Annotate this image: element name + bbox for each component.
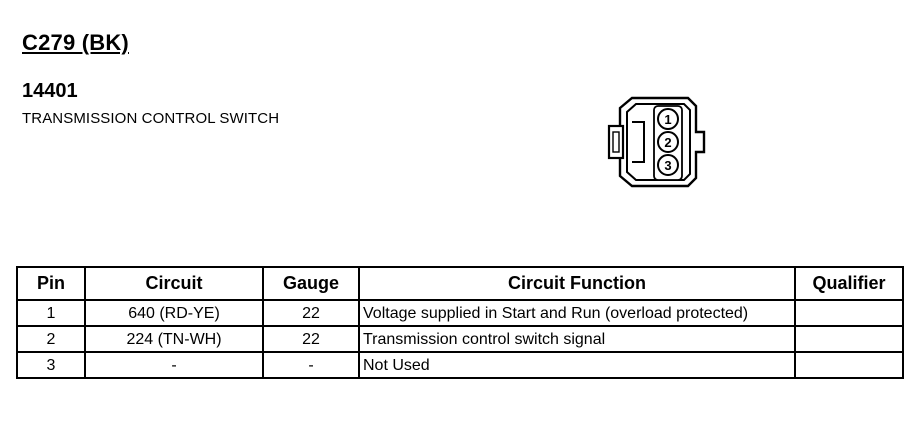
cell-qualifier — [794, 351, 904, 379]
cell-qualifier — [794, 325, 904, 353]
cell-gauge: 22 — [262, 299, 360, 327]
table-header-row: Pin Circuit Gauge Circuit Function Quali… — [16, 266, 904, 301]
cell-pin: 2 — [16, 325, 86, 353]
cell-circuit: 224 (TN-WH) — [84, 325, 264, 353]
column-header-circuit: Circuit — [84, 266, 264, 301]
cell-pin: 1 — [16, 299, 86, 327]
connector-face-diagram: 1 2 3 — [600, 92, 710, 202]
cell-circuit-function: Voltage supplied in Start and Run (overl… — [358, 299, 796, 327]
part-number: 14401 — [22, 80, 78, 102]
cell-circuit-function: Not Used — [358, 351, 796, 379]
pin-3-label: 3 — [664, 158, 671, 173]
cell-gauge: 22 — [262, 325, 360, 353]
pin-1-cavity — [657, 108, 679, 130]
cell-circuit: - — [84, 351, 264, 379]
column-header-gauge: Gauge — [262, 266, 360, 301]
pin-3-cavity — [657, 154, 679, 176]
pinout-table: Pin Circuit Gauge Circuit Function Quali… — [16, 266, 904, 379]
connector-title: C279 (BK) — [22, 30, 129, 55]
pin-2-cavity — [657, 131, 679, 153]
column-header-circuit-function: Circuit Function — [358, 266, 796, 301]
cell-qualifier — [794, 299, 904, 327]
table-row: 2 224 (TN-WH) 22 Transmission control sw… — [16, 325, 904, 353]
table-row: 1 640 (RD-YE) 22 Voltage supplied in Sta… — [16, 299, 904, 327]
cell-gauge: - — [262, 351, 360, 379]
component-name: TRANSMISSION CONTROL SWITCH — [22, 110, 280, 127]
connector-drawing: 1 2 3 — [607, 96, 706, 188]
table-row: 3 - - Not Used — [16, 351, 904, 379]
pin-2-label: 2 — [664, 135, 671, 150]
cell-circuit-function: Transmission control switch signal — [358, 325, 796, 353]
locking-tab-inner — [612, 131, 620, 153]
column-header-qualifier: Qualifier — [794, 266, 904, 301]
cell-pin: 3 — [16, 351, 86, 379]
pin-1-label: 1 — [664, 112, 671, 127]
column-header-pin: Pin — [16, 266, 86, 301]
cell-circuit: 640 (RD-YE) — [84, 299, 264, 327]
latch-outline — [632, 121, 645, 163]
